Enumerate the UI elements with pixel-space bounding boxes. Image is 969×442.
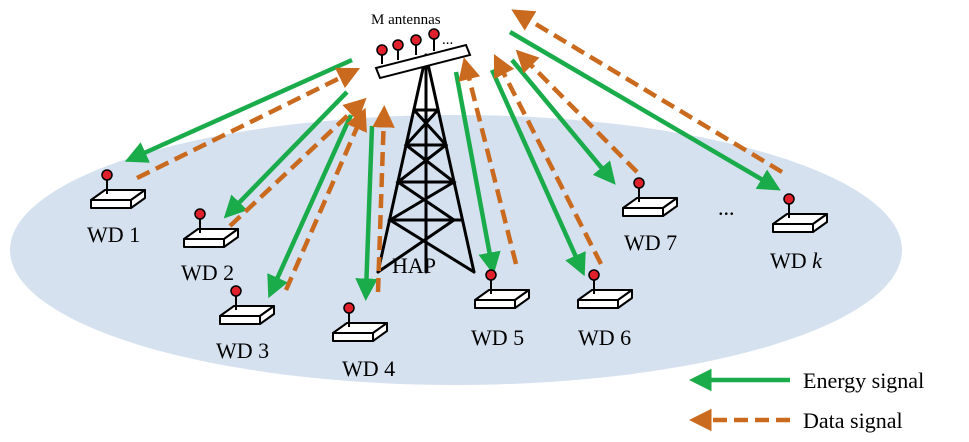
wd-device-1 xyxy=(90,169,146,209)
wd-label-5: WD 5 xyxy=(471,325,524,350)
wd-label-k-italic: k xyxy=(812,248,823,273)
wd-label-3: WD 3 xyxy=(216,338,269,363)
data-arrows xyxy=(136,9,784,293)
hap-tower xyxy=(376,53,476,274)
legend-energy-label: Energy signal xyxy=(803,368,924,393)
wd-device-2 xyxy=(183,208,239,248)
data-arrow-wd6 xyxy=(493,53,604,266)
energy-arrow-wd7 xyxy=(510,58,616,185)
device-ellipsis: ... xyxy=(718,195,735,220)
data-arrow-wd1 xyxy=(136,67,361,181)
energy-arrow-wd4 xyxy=(355,125,378,301)
hap-label: HAP xyxy=(392,253,436,278)
data-arrow-wd2 xyxy=(228,97,367,228)
energy-arrow-wdk xyxy=(508,30,781,191)
wireless-devices xyxy=(90,169,828,342)
legend: Energy signal Data signal xyxy=(689,368,924,433)
data-arrow-wdk xyxy=(511,9,784,174)
wd-label-7: WD 7 xyxy=(624,230,677,255)
wd-device-4 xyxy=(332,302,388,342)
energy-arrow-wd1 xyxy=(124,57,353,163)
wd-device-7 xyxy=(622,177,678,217)
wd-label-k: WD k xyxy=(770,248,823,273)
wd-label-2: WD 2 xyxy=(181,260,234,285)
energy-arrow-wd2 xyxy=(223,90,349,219)
wd-device-3 xyxy=(219,285,275,325)
energy-arrows xyxy=(124,30,781,301)
antenna-array xyxy=(374,28,472,80)
energy-arrow-wd3 xyxy=(267,114,354,299)
antenna-ellipsis: ... xyxy=(442,32,453,48)
wd-label-6: WD 6 xyxy=(578,325,631,350)
wd-device-5 xyxy=(474,269,530,309)
wd-label-1: WD 1 xyxy=(87,222,140,247)
wd-device-k xyxy=(772,193,828,233)
legend-data-label: Data signal xyxy=(803,408,903,433)
data-arrow-wd7 xyxy=(515,49,639,174)
data-arrow-wd3 xyxy=(283,107,367,291)
energy-arrow-wd5 xyxy=(453,71,501,275)
data-arrow-wd5 xyxy=(458,57,519,265)
wd-label-k-prefix: WD xyxy=(770,248,812,273)
wd-device-6 xyxy=(577,269,633,309)
antenna-label: M antennas xyxy=(371,12,441,28)
data-arrow-wd4 xyxy=(372,105,395,293)
wd-label-4: WD 4 xyxy=(342,356,395,381)
energy-arrow-wd6 xyxy=(489,69,586,277)
